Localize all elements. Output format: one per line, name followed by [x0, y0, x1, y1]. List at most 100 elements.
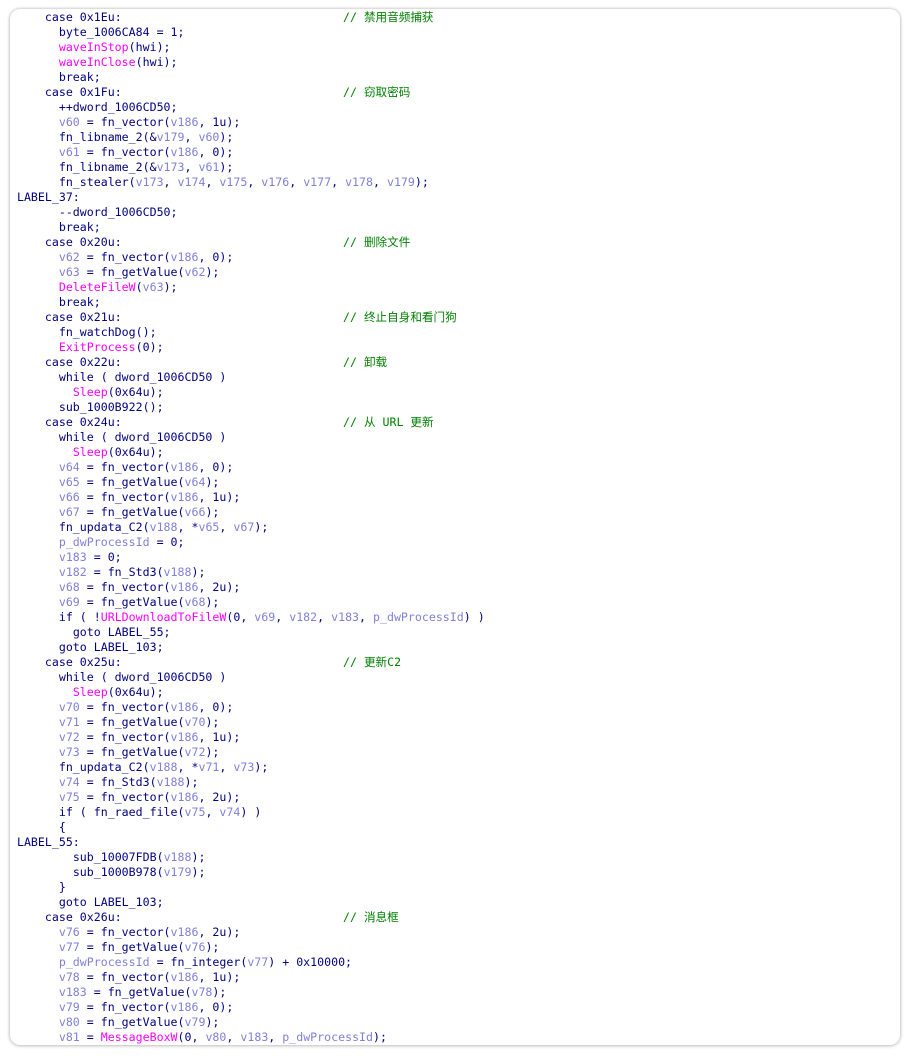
variable[interactable]: v76 — [184, 940, 206, 954]
variable[interactable]: v183 — [331, 610, 360, 624]
variable[interactable]: v67 — [58, 505, 80, 519]
variable[interactable]: p_dwProcessId — [373, 610, 464, 624]
variable[interactable]: v64 — [58, 460, 80, 474]
variable[interactable]: v62 — [184, 265, 206, 279]
variable[interactable]: v74 — [219, 805, 241, 819]
label[interactable]: LABEL_55: — [16, 835, 80, 849]
api-call[interactable]: DeleteFileW — [58, 280, 136, 294]
variable[interactable]: v186 — [170, 730, 199, 744]
variable[interactable]: v75 — [184, 805, 206, 819]
variable[interactable]: v61 — [198, 160, 220, 174]
variable[interactable]: v71 — [198, 760, 220, 774]
variable[interactable]: v176 — [261, 175, 290, 189]
variable[interactable]: v80 — [205, 1030, 227, 1044]
code-text: v69 = fn_getValue(v68); — [10, 595, 220, 610]
variable[interactable]: v186 — [170, 115, 199, 129]
code-comment: // 终止自身和看门狗 — [343, 310, 457, 324]
variable[interactable]: v69 — [58, 595, 80, 609]
api-call[interactable]: Sleep — [72, 685, 108, 699]
code-text: p_dwProcessId = fn_integer(v77) + 0x1000… — [10, 955, 352, 970]
variable[interactable]: v179 — [156, 130, 185, 144]
code-token: , — [226, 1030, 241, 1044]
api-call[interactable]: MessageBoxW — [100, 1030, 178, 1044]
variable[interactable]: v186 — [170, 970, 199, 984]
variable[interactable]: v74 — [58, 775, 80, 789]
variable[interactable]: v186 — [170, 580, 199, 594]
variable[interactable]: v73 — [58, 745, 80, 759]
variable[interactable]: v76 — [58, 925, 80, 939]
variable[interactable]: v80 — [58, 1015, 80, 1029]
variable[interactable]: v66 — [58, 490, 80, 504]
variable[interactable]: v75 — [58, 790, 80, 804]
variable[interactable]: v186 — [170, 925, 199, 939]
api-call[interactable]: waveInStop — [58, 40, 129, 54]
variable[interactable]: v183 — [58, 550, 87, 564]
variable[interactable]: v183 — [240, 1030, 269, 1044]
variable[interactable]: v64 — [184, 475, 206, 489]
variable[interactable]: v63 — [58, 265, 80, 279]
variable[interactable]: v72 — [184, 745, 206, 759]
api-call[interactable]: waveInClose — [58, 55, 136, 69]
variable[interactable]: v77 — [247, 955, 269, 969]
api-call[interactable]: ExitProcess — [58, 340, 136, 354]
variable[interactable]: v178 — [345, 175, 373, 189]
variable[interactable]: v174 — [177, 175, 206, 189]
variable[interactable]: v60 — [198, 130, 220, 144]
variable[interactable]: v66 — [184, 505, 206, 519]
variable[interactable]: v81 — [58, 1030, 80, 1044]
variable[interactable]: p_dwProcessId — [282, 1030, 374, 1044]
variable[interactable]: v188 — [149, 520, 178, 534]
variable[interactable]: v67 — [233, 520, 255, 534]
code-text: v71 = fn_getValue(v70); — [10, 715, 220, 730]
variable[interactable]: v65 — [198, 520, 220, 534]
api-call[interactable]: URLDownloadToFileW — [100, 610, 227, 624]
label[interactable]: LABEL_37: — [16, 190, 80, 204]
variable[interactable]: v182 — [58, 565, 87, 579]
variable[interactable]: v179 — [163, 865, 192, 879]
variable[interactable]: v188 — [163, 565, 192, 579]
variable[interactable]: v77 — [58, 940, 80, 954]
variable[interactable]: v173 — [135, 175, 164, 189]
variable[interactable]: v177 — [303, 175, 332, 189]
variable[interactable]: v79 — [58, 1000, 80, 1014]
variable[interactable]: v68 — [58, 580, 80, 594]
code-text: case 0x25u: — [10, 655, 122, 670]
variable[interactable]: v78 — [58, 970, 80, 984]
variable[interactable]: v186 — [170, 1000, 199, 1014]
variable[interactable]: v186 — [170, 700, 199, 714]
variable[interactable]: p_dwProcessId — [58, 535, 150, 549]
code-token: , 2u); — [198, 580, 241, 594]
variable[interactable]: p_dwProcessId — [58, 955, 150, 969]
variable[interactable]: v60 — [58, 115, 80, 129]
variable[interactable]: v62 — [58, 250, 80, 264]
variable[interactable]: v186 — [170, 790, 199, 804]
variable[interactable]: v186 — [170, 250, 199, 264]
variable[interactable]: v182 — [289, 610, 318, 624]
variable[interactable]: v65 — [58, 475, 80, 489]
api-call[interactable]: Sleep — [72, 385, 108, 399]
variable[interactable]: v186 — [170, 460, 199, 474]
variable[interactable]: v79 — [184, 1015, 206, 1029]
variable[interactable]: v179 — [386, 175, 415, 189]
variable[interactable]: v68 — [184, 595, 206, 609]
variable[interactable]: v70 — [58, 700, 80, 714]
variable[interactable]: v70 — [184, 715, 206, 729]
variable[interactable]: v71 — [58, 715, 80, 729]
variable[interactable]: v72 — [58, 730, 80, 744]
variable[interactable]: v78 — [191, 985, 213, 999]
variable[interactable]: v183 — [58, 985, 87, 999]
api-call[interactable]: Sleep — [72, 445, 108, 459]
variable[interactable]: v63 — [142, 280, 164, 294]
variable[interactable]: v188 — [149, 760, 178, 774]
variable[interactable]: v69 — [254, 610, 276, 624]
variable[interactable]: v186 — [170, 145, 199, 159]
variable[interactable]: v173 — [156, 160, 185, 174]
variable[interactable]: v61 — [58, 145, 80, 159]
variable[interactable]: v186 — [170, 490, 199, 504]
variable[interactable]: v175 — [219, 175, 248, 189]
code-token: = fn_vector( — [79, 1000, 171, 1014]
variable[interactable]: v188 — [163, 850, 192, 864]
code-text: goto LABEL_55; — [10, 625, 171, 640]
variable[interactable]: v73 — [233, 760, 255, 774]
variable[interactable]: v188 — [156, 775, 185, 789]
